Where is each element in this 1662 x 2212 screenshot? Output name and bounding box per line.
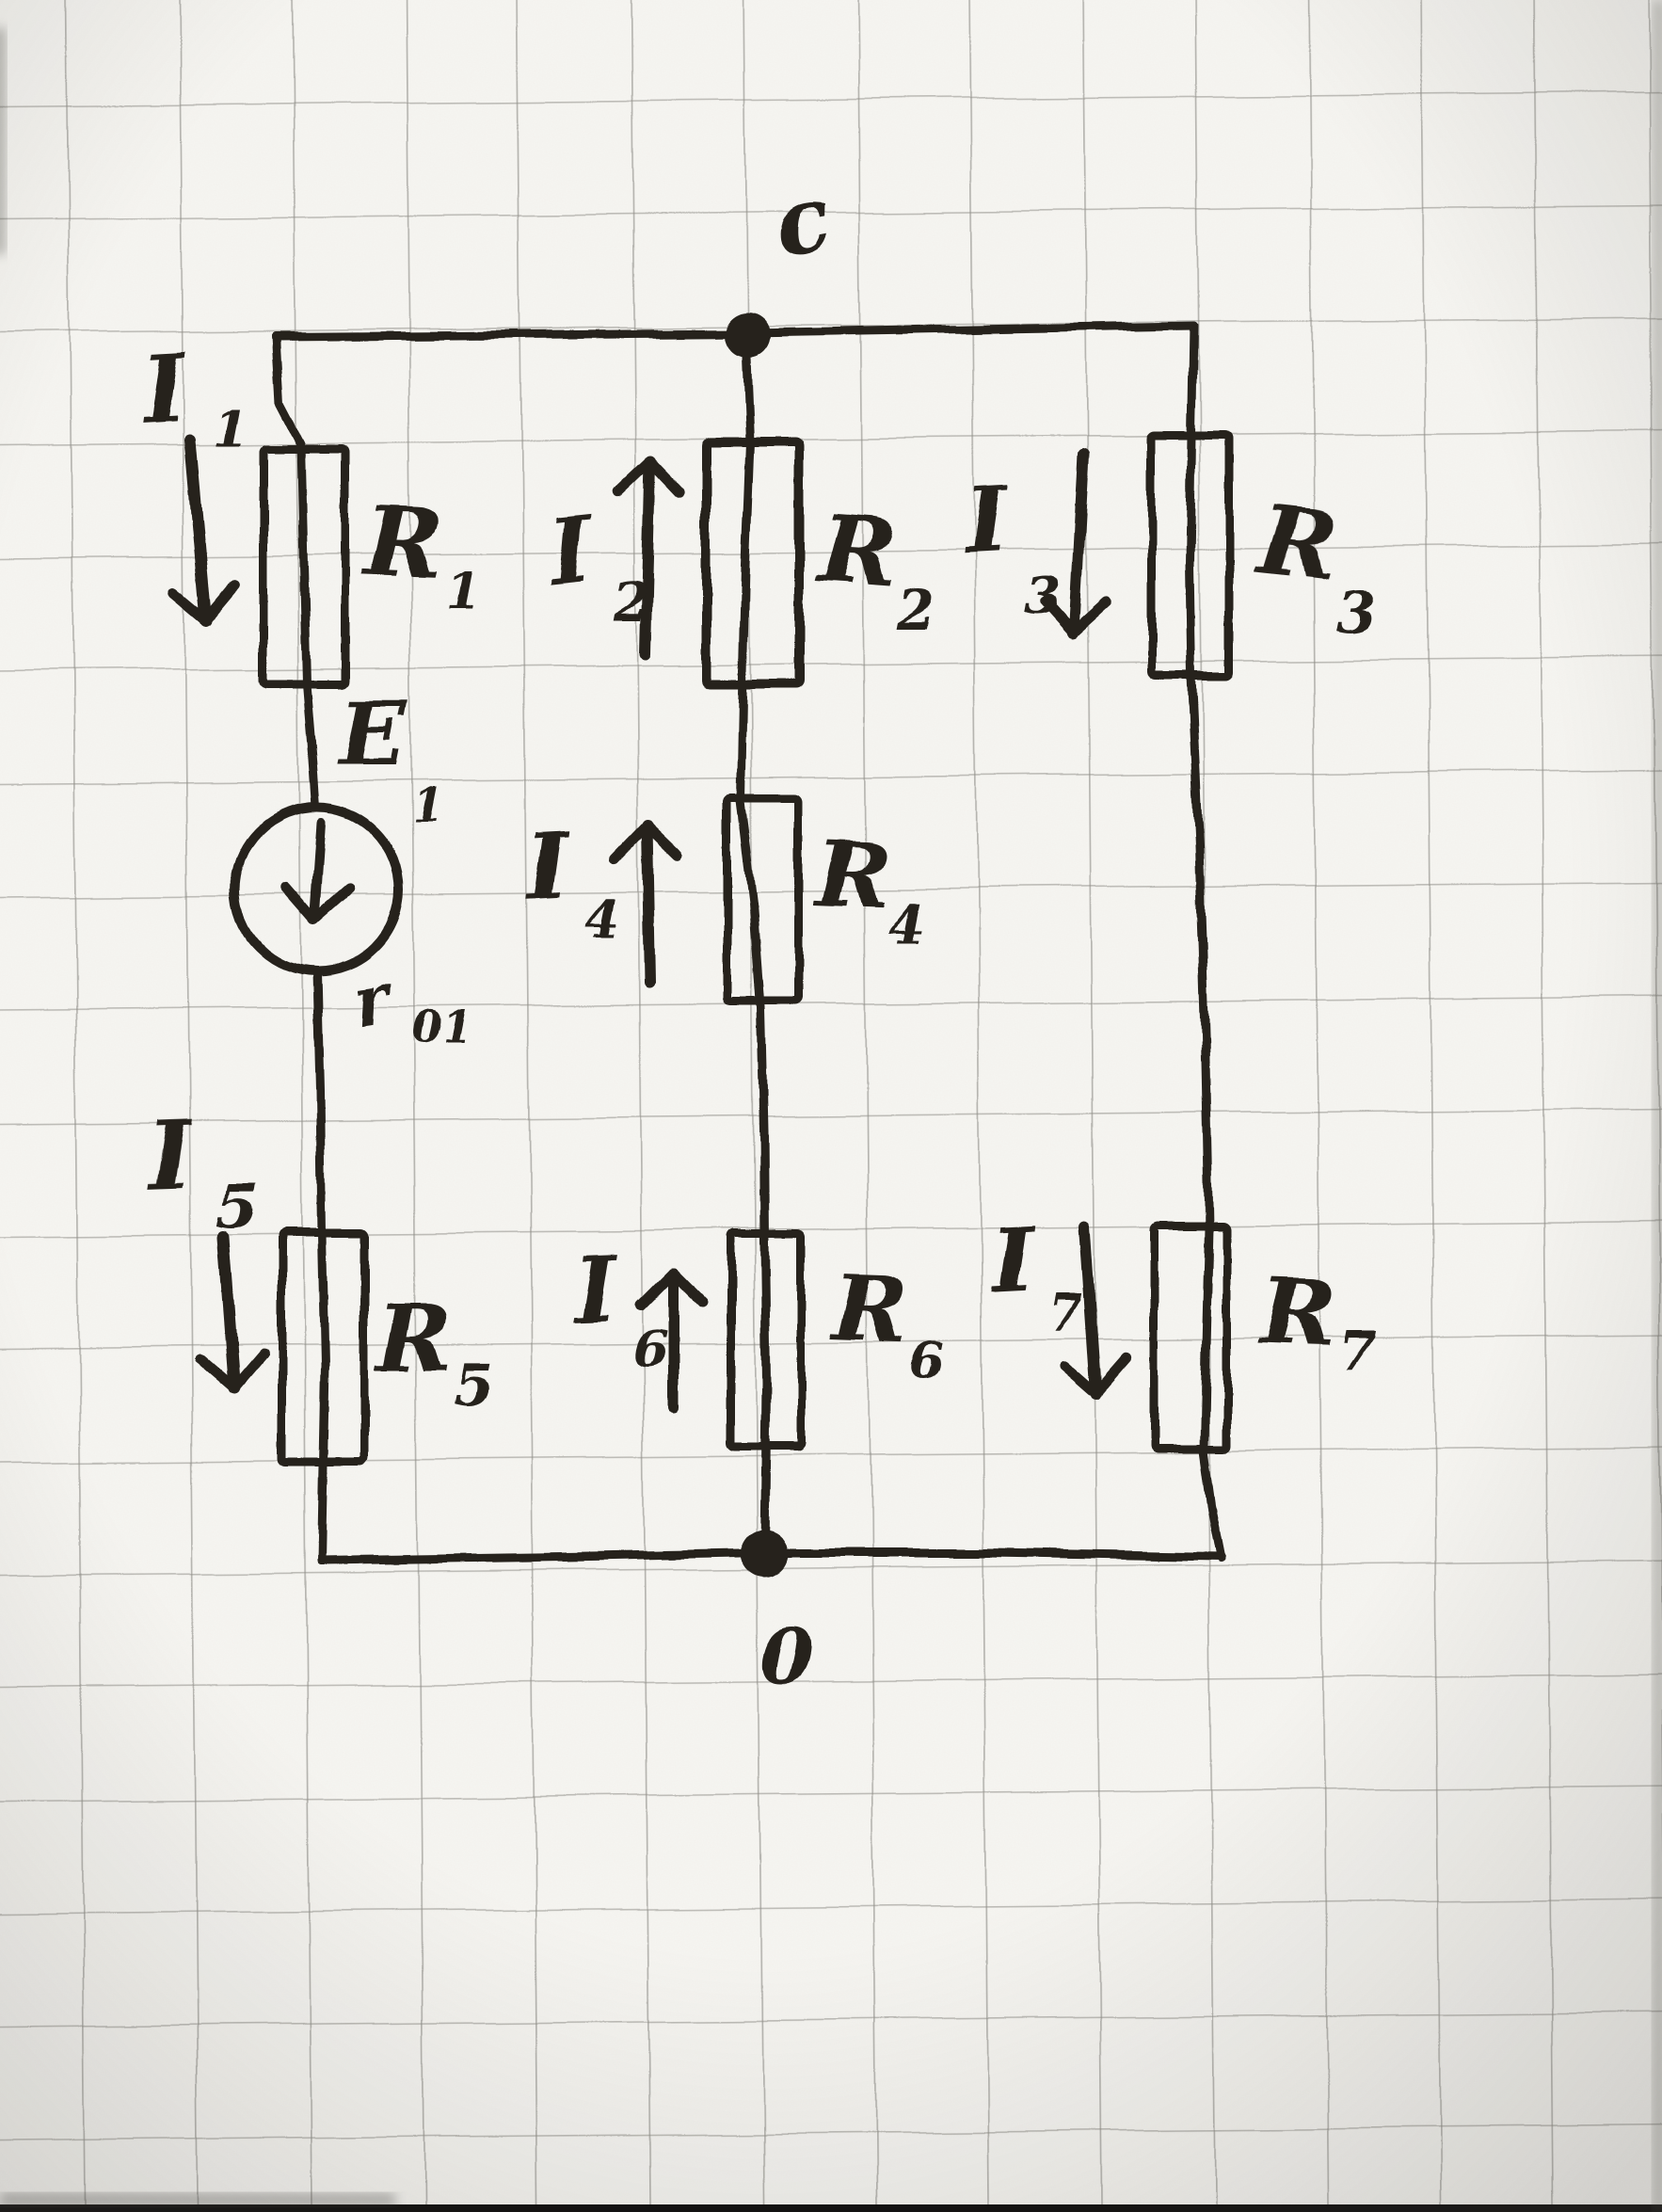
- notebook-photo: c 0 I 1 R 1 I 2 R 2 I 3 R 3 E 1 r 01 I 4…: [0, 0, 1662, 2212]
- circuit-sketch-svg: c 0 I 1 R 1 I 2 R 2 I 3 R 3 E 1 r 01 I 4…: [0, 0, 1662, 2212]
- photo-vignette: [0, 0, 1662, 2212]
